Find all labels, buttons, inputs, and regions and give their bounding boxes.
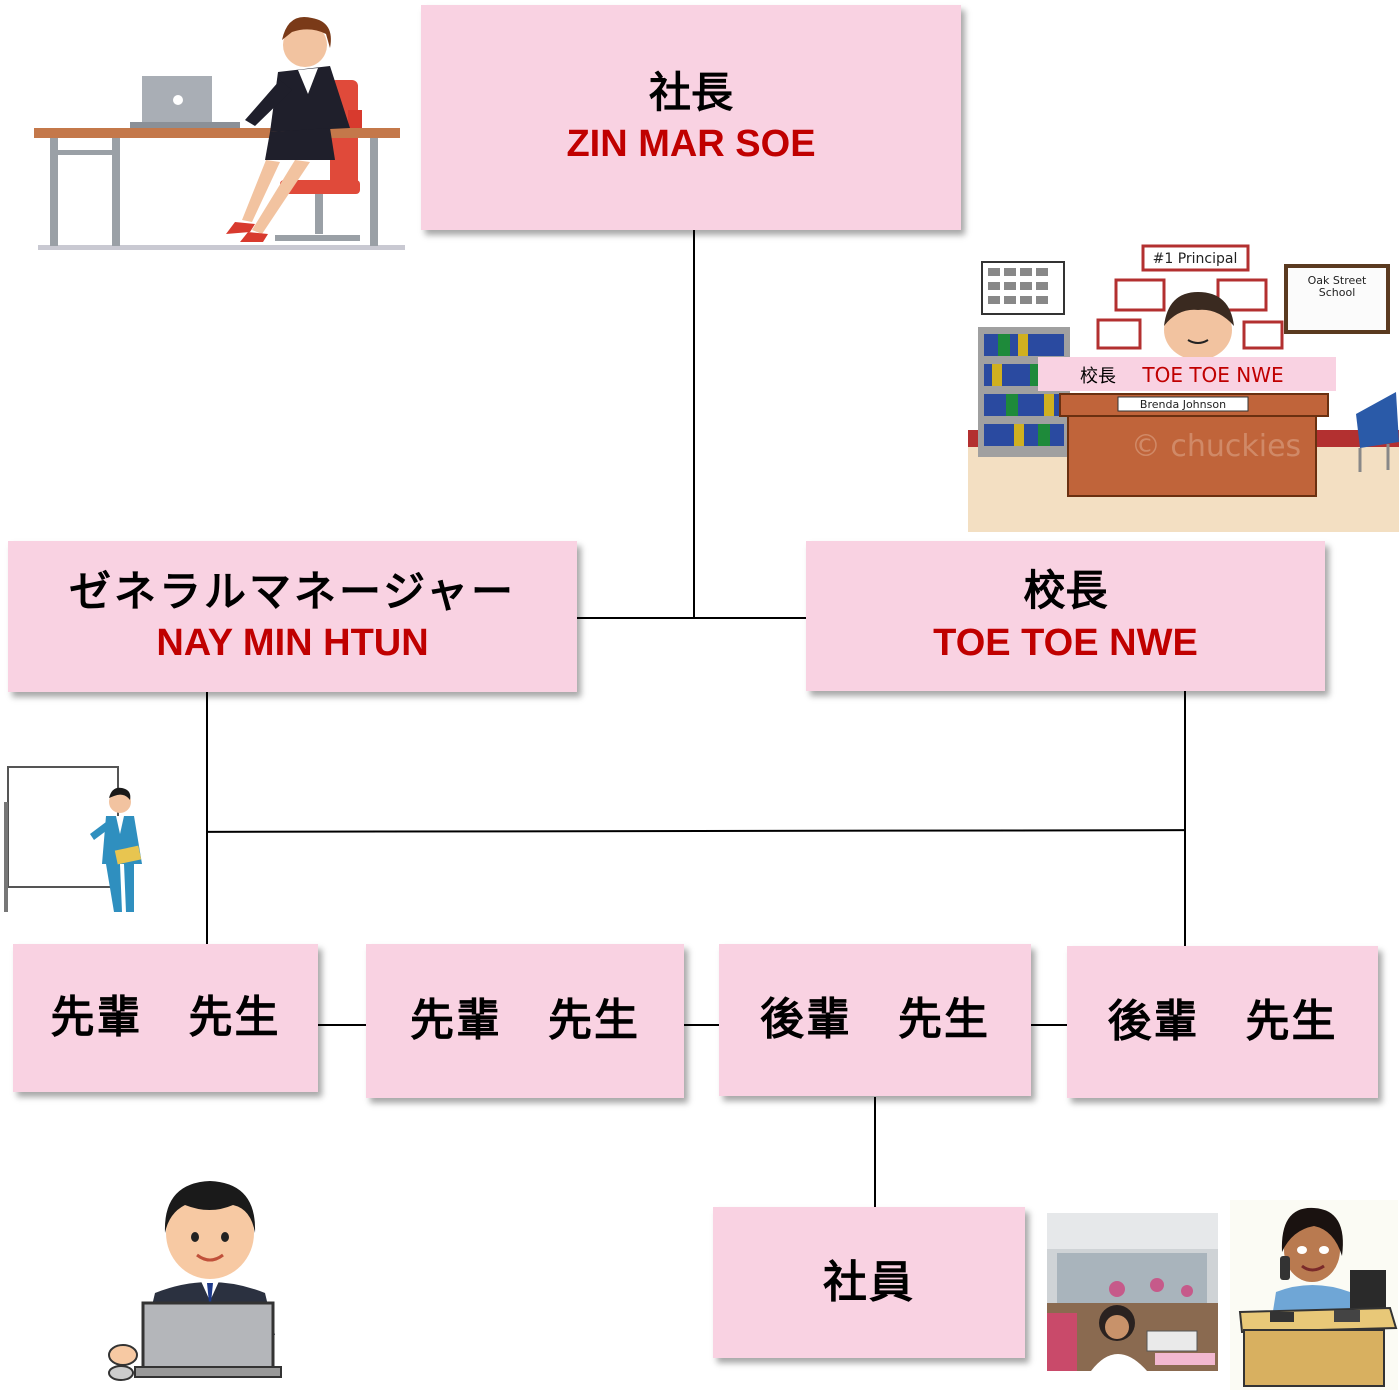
connector-principal-down — [1184, 690, 1186, 946]
principal-banner-title: 校長 — [1080, 366, 1116, 387]
teacher-title-2: 先輩 先生 — [410, 995, 640, 1047]
general-manager-name: NAY MIN HTUN — [156, 622, 429, 665]
man-at-computer-illustration — [108, 1181, 282, 1381]
teacher-title-4: 後輩 先生 — [1107, 996, 1338, 1048]
office-photo — [1047, 1213, 1218, 1371]
president-name: ZIN MAR SOE — [566, 123, 816, 166]
teacher-box-1: 先輩 先生 — [13, 944, 318, 1092]
connector-horizontal-mid — [205, 829, 1187, 833]
connector-staff — [874, 1097, 876, 1207]
businesswoman-at-desk-illustration — [34, 16, 405, 250]
principal-box: 校長 TOE TOE NWE — [806, 541, 1325, 691]
woman-on-phone-illustration — [1230, 1200, 1398, 1390]
school-board-line2: School — [1319, 286, 1356, 299]
presenter-at-whiteboard-illustration — [4, 766, 142, 912]
connector-teacher-1-2 — [318, 1024, 366, 1026]
principal-name: TOE TOE NWE — [933, 621, 1198, 664]
teacher-box-4: 後輩 先生 — [1067, 946, 1378, 1098]
desk-nameplate: Brenda Johnson — [1140, 398, 1226, 411]
connector-teacher-3-4 — [1031, 1024, 1067, 1026]
president-title: 社長 — [648, 67, 733, 117]
staff-title: 社員 — [823, 1256, 915, 1308]
connector-president-down — [693, 230, 695, 618]
connector-gm-principal — [577, 617, 806, 619]
connector-gm-down — [206, 692, 208, 944]
principal-office-illustration: #1 Principal Oak Street School 校長 TOE TO… — [968, 242, 1399, 532]
teacher-title-1: 先輩 先生 — [50, 992, 281, 1044]
school-board-line1: Oak Street — [1308, 274, 1367, 287]
staff-box: 社員 — [713, 1207, 1025, 1358]
president-box: 社長 ZIN MAR SOE — [421, 5, 961, 230]
teacher-title-3: 後輩 先生 — [760, 994, 990, 1046]
general-manager-box: ゼネラルマネージャー NAY MIN HTUN — [8, 541, 577, 692]
teacher-box-2: 先輩 先生 — [366, 944, 684, 1098]
teacher-box-3: 後輩 先生 — [719, 944, 1031, 1096]
watermark-text: © chuckies — [1131, 429, 1301, 464]
general-manager-title: ゼネラルマネージャー — [68, 566, 517, 616]
principal-title: 校長 — [1023, 566, 1108, 615]
connector-teacher-2-3 — [684, 1024, 719, 1026]
principal-sign-text: #1 Principal — [1153, 251, 1238, 267]
principal-banner-name: TOE TOE NWE — [1141, 363, 1283, 387]
